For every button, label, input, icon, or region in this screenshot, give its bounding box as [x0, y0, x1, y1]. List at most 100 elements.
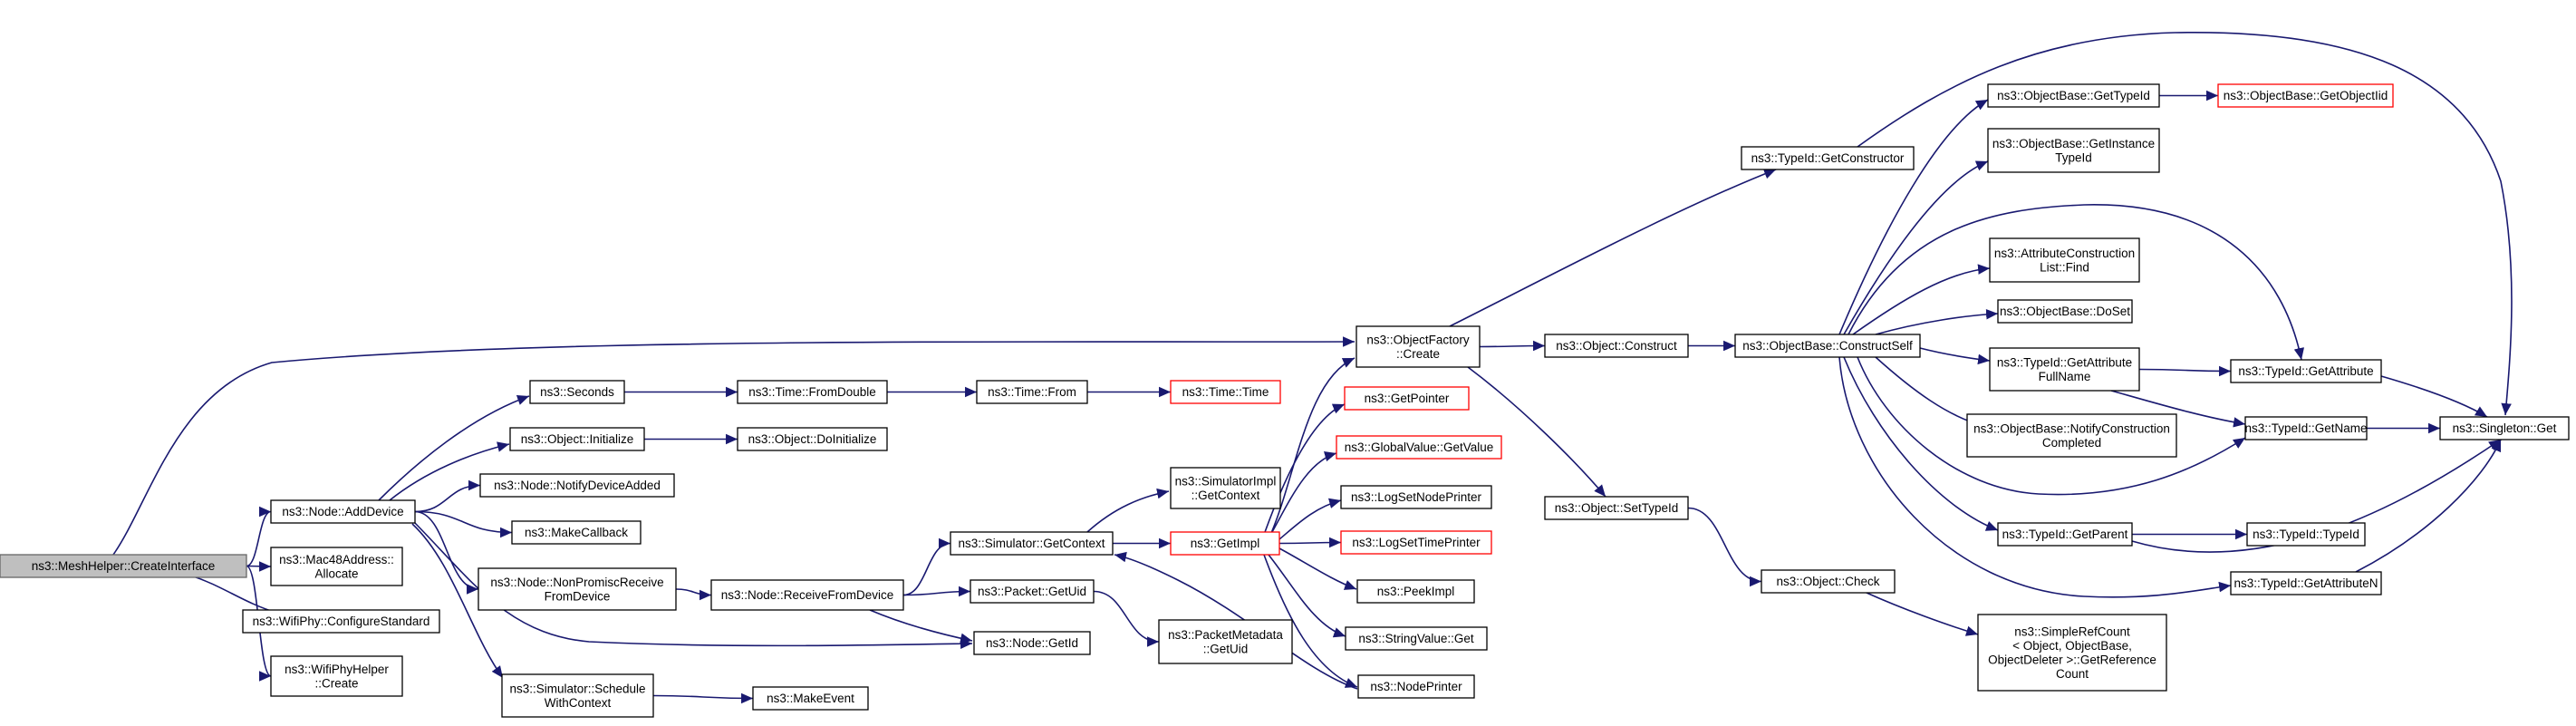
node-pktmeta-getuid[interactable]: ns3::PacketMetadata::GetUid [1158, 619, 1293, 664]
node-mac48[interactable]: ns3::Mac48Address::Allocate [270, 547, 403, 586]
node-typeid-getname[interactable]: ns3::TypeId::GetName [2244, 416, 2368, 440]
node-recv-from-device[interactable]: ns3::Node::ReceiveFromDevice [710, 579, 904, 611]
node-makeevent[interactable]: ns3::MakeEvent [752, 686, 869, 711]
node-root[interactable]: ns3::MeshHelper::CreateInterface [0, 554, 247, 578]
node-box[interactable] [511, 520, 642, 545]
node-box[interactable] [1345, 626, 1488, 651]
node-logsetnodeprinter[interactable]: ns3::LogSetNodePrinter [1340, 485, 1492, 509]
node-typeid-getattributen[interactable]: ns3::TypeId::GetAttributeN [2230, 571, 2382, 595]
node-objfactory-create[interactable]: ns3::ObjectFactory::Create [1356, 325, 1481, 368]
node-singleton-get[interactable]: ns3::Singleton::Get [2439, 416, 2570, 440]
node-obj-settypeid[interactable]: ns3::Object::SetTypeId [1544, 496, 1689, 520]
node-box[interactable] [2244, 416, 2368, 440]
node-typeid-getparent[interactable]: ns3::TypeId::GetParent [1997, 522, 2133, 547]
node-box[interactable] [478, 567, 677, 611]
node-box[interactable] [270, 499, 416, 524]
node-box[interactable] [752, 686, 869, 711]
node-box[interactable] [1357, 674, 1475, 699]
node-objbase-getobjectiid[interactable]: ns3::ObjectBase::GetObjectIid [2217, 83, 2394, 108]
node-objbase-notifyconstr[interactable]: ns3::ObjectBase::NotifyConstructionCompl… [1966, 413, 2177, 458]
node-time-from[interactable]: ns3::Time::From [976, 380, 1088, 404]
node-wifiphyhelper[interactable]: ns3::WifiPhyHelper::Create [270, 655, 403, 697]
node-makecallback[interactable]: ns3::MakeCallback [511, 520, 642, 545]
node-box[interactable] [1170, 467, 1281, 509]
node-box[interactable] [2217, 83, 2394, 108]
node-objbase-gettypeid[interactable]: ns3::ObjectBase::GetTypeId [1987, 83, 2160, 108]
node-box[interactable] [1741, 146, 1915, 170]
node-box[interactable] [710, 579, 904, 611]
node-box[interactable] [976, 380, 1088, 404]
node-objbase-constructself[interactable]: ns3::ObjectBase::ConstructSelf [1734, 334, 1921, 358]
node-box[interactable] [1966, 413, 2177, 458]
node-box[interactable] [2230, 571, 2382, 595]
node-box[interactable] [2246, 522, 2366, 547]
node-box[interactable] [1336, 435, 1502, 460]
node-box[interactable] [1158, 619, 1293, 664]
node-stringvalue-get[interactable]: ns3::StringValue::Get [1345, 626, 1488, 651]
node-box[interactable] [737, 427, 888, 451]
node-nodeprinter[interactable]: ns3::NodePrinter [1357, 674, 1475, 699]
node-doinit[interactable]: ns3::Object::DoInitialize [737, 427, 888, 451]
node-time-fromdouble[interactable]: ns3::Time::FromDouble [737, 380, 888, 404]
node-box[interactable] [1340, 530, 1492, 555]
node-sim-getcontext[interactable]: ns3::Simulator::GetContext [950, 531, 1114, 556]
node-typeid-getattribute[interactable]: ns3::TypeId::GetAttribute [2230, 359, 2382, 383]
node-box[interactable] [970, 579, 1095, 604]
node-box[interactable] [1544, 334, 1689, 358]
node-box[interactable] [973, 631, 1091, 655]
node-box[interactable] [0, 554, 247, 578]
node-box[interactable] [1987, 128, 2160, 173]
node-peekimpl[interactable]: ns3::PeekImpl [1356, 579, 1475, 604]
node-box[interactable] [242, 609, 440, 634]
node-box[interactable] [529, 380, 625, 404]
node-packet-getuid[interactable]: ns3::Packet::GetUid [970, 579, 1095, 604]
node-box[interactable] [950, 531, 1114, 556]
node-box[interactable] [1170, 380, 1281, 404]
node-box[interactable] [1997, 299, 2133, 324]
node-box[interactable] [1344, 386, 1470, 411]
node-box[interactable] [2439, 416, 2570, 440]
node-box[interactable] [509, 427, 645, 451]
node-objbase-doset[interactable]: ns3::ObjectBase::DoSet [1997, 299, 2133, 324]
node-box[interactable] [270, 547, 403, 586]
node-simimpl-getcontext[interactable]: ns3::SimulatorImpl::GetContext [1170, 467, 1281, 509]
node-typeid-typeid[interactable]: ns3::TypeId::TypeId [2246, 522, 2366, 547]
node-box[interactable] [2230, 359, 2382, 383]
node-box[interactable] [1989, 237, 2140, 283]
node-box[interactable] [501, 673, 654, 718]
node-time-time[interactable]: ns3::Time::Time [1170, 380, 1281, 404]
node-box[interactable] [1170, 531, 1280, 556]
node-obj-init[interactable]: ns3::Object::Initialize [509, 427, 645, 451]
node-box[interactable] [1734, 334, 1921, 358]
node-notify-added[interactable]: ns3::Node::NotifyDeviceAdded [479, 473, 675, 498]
node-node-adddevice[interactable]: ns3::Node::AddDevice [270, 499, 416, 524]
node-simplerefcount[interactable]: ns3::SimpleRefCount< Object, ObjectBase,… [1977, 614, 2167, 692]
node-box[interactable] [270, 655, 403, 697]
node-obj-check[interactable]: ns3::Object::Check [1761, 569, 1896, 594]
node-box[interactable] [1977, 614, 2167, 692]
node-node-getid[interactable]: ns3::Node::GetId [973, 631, 1091, 655]
node-wifiphy-cfg[interactable]: ns3::WifiPhy::ConfigureStandard [242, 609, 440, 634]
node-getpointer[interactable]: ns3::GetPointer [1344, 386, 1470, 411]
node-box[interactable] [1997, 522, 2133, 547]
node-seconds[interactable]: ns3::Seconds [529, 380, 625, 404]
node-box[interactable] [1356, 325, 1481, 368]
node-getimpl[interactable]: ns3::GetImpl [1170, 531, 1280, 556]
node-obj-construct[interactable]: ns3::Object::Construct [1544, 334, 1689, 358]
node-logsettimeprinter[interactable]: ns3::LogSetTimePrinter [1340, 530, 1492, 555]
node-box[interactable] [1761, 569, 1896, 594]
node-box[interactable] [479, 473, 675, 498]
node-box[interactable] [1987, 83, 2160, 108]
node-box[interactable] [737, 380, 888, 404]
node-box[interactable] [1340, 485, 1492, 509]
node-box[interactable] [1356, 579, 1475, 604]
node-typeid-getconstructor[interactable]: ns3::TypeId::GetConstructor [1741, 146, 1915, 170]
node-box[interactable] [1544, 496, 1689, 520]
node-box[interactable] [1989, 347, 2140, 392]
node-globalvalue-getvalue[interactable]: ns3::GlobalValue::GetValue [1336, 435, 1502, 460]
